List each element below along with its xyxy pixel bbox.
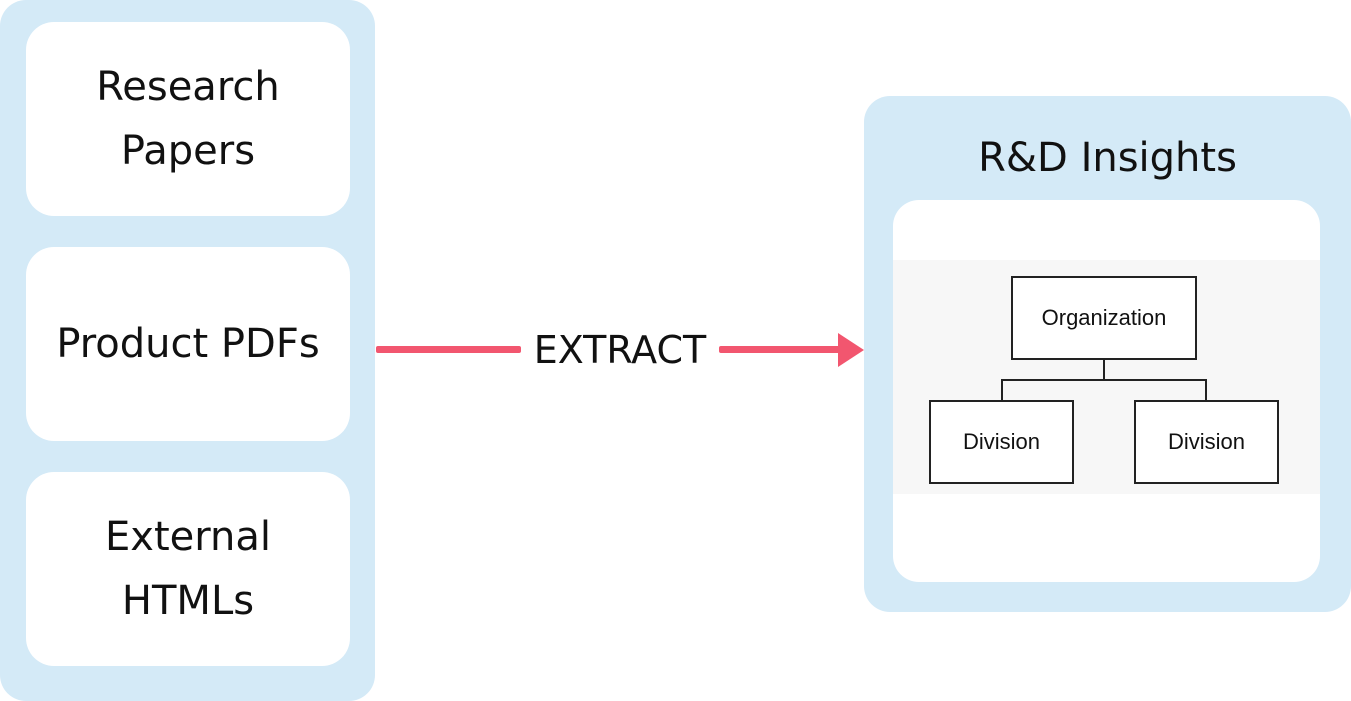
source-card-research-papers: Research Papers <box>26 22 350 216</box>
org-chart-connector-stem <box>1103 360 1105 380</box>
arrow-right-icon <box>838 333 864 367</box>
org-chart-connector-right <box>1205 379 1207 401</box>
source-label-research-papers: Research Papers <box>96 64 280 174</box>
insights-title: R&D Insights <box>978 135 1237 181</box>
source-card-product-pdfs: Product PDFs <box>26 247 350 441</box>
org-chart: Organization Division Division <box>893 260 1320 494</box>
sources-panel: Research Papers Product PDFs External HT… <box>0 0 375 701</box>
source-label-product-pdfs: Product PDFs <box>56 321 320 367</box>
source-label-external-htmls: External HTMLs <box>105 514 271 624</box>
insights-card: Organization Division Division <box>893 200 1320 582</box>
source-card-external-htmls: External HTMLs <box>26 472 350 666</box>
org-chart-child-node-1: Division <box>929 400 1074 484</box>
org-chart-child-node-2: Division <box>1134 400 1279 484</box>
extract-arrow-line-right <box>719 346 843 353</box>
extract-arrow-line-left <box>376 346 521 353</box>
extract-arrow-label: EXTRACT <box>533 328 707 372</box>
org-chart-connector-left <box>1001 379 1003 401</box>
insights-panel: R&D Insights Organization Division Divis… <box>864 96 1351 612</box>
org-chart-root-node: Organization <box>1011 276 1197 360</box>
org-chart-connector-bar <box>1001 379 1207 381</box>
